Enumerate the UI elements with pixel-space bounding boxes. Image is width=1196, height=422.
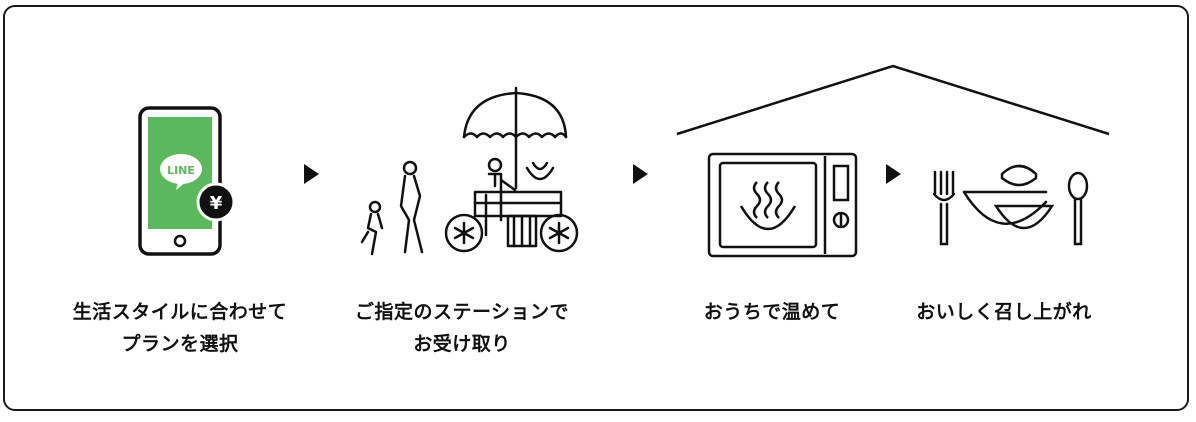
tableware-icon bbox=[932, 164, 1089, 246]
arrow-right-icon bbox=[304, 164, 319, 184]
line-logo-icon: LINE bbox=[160, 154, 202, 190]
yen-coin-icon: ¥ bbox=[196, 182, 236, 222]
house-roof-icon bbox=[676, 64, 1110, 136]
pickup-station-icon bbox=[360, 86, 579, 256]
line-logo-text: LINE bbox=[167, 164, 195, 177]
step-label-enjoy: おいしく召し上がれ bbox=[916, 301, 1092, 323]
microwave-icon bbox=[707, 152, 858, 258]
arrow-right-icon bbox=[633, 164, 648, 184]
arrow-right-icon bbox=[886, 164, 901, 184]
step-label-choose-plan: 生活スタイルに合わせて プランを選択 bbox=[72, 301, 288, 355]
yen-symbol: ¥ bbox=[210, 193, 223, 214]
step-label-pickup: ご指定のステーションで お受け取り bbox=[354, 301, 570, 355]
smartphone-icon: LINE ¥ bbox=[138, 106, 236, 256]
step-label-heat-at-home: おうちで温めて bbox=[703, 301, 841, 323]
